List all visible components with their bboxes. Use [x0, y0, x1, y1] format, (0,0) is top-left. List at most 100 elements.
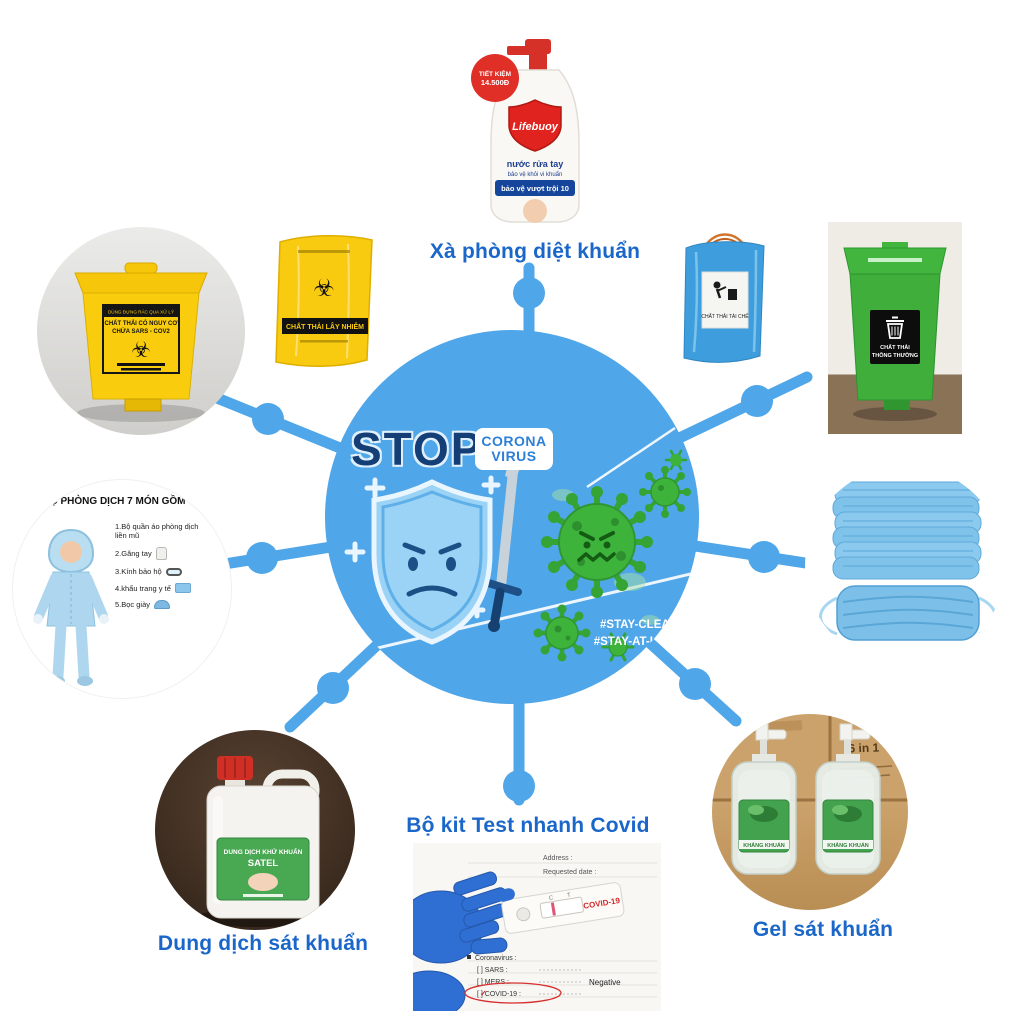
spoke-dot-north [513, 277, 545, 309]
svg-text:DUNG DỊCH KHỬ KHUẨN: DUNG DỊCH KHỬ KHUẨN [224, 847, 303, 856]
spoke-dot-northwest [252, 403, 284, 435]
spoke-dot-northeast [741, 385, 773, 417]
suit-kit-item: 1.Bộ quần áo phòng dịch liền mũ [115, 522, 223, 540]
center-art [326, 426, 699, 662]
svg-text:CHẤT THẢI CÓ NGUY CƠ: CHẤT THẢI CÓ NGUY CƠ [104, 319, 178, 327]
disinfectant-canister-image: DUNG DỊCH KHỬ KHUẨN SATEL [193, 756, 325, 927]
svg-text:bảo vệ vượt trội 10: bảo vệ vượt trội 10 [501, 184, 569, 193]
virus-text: VIRUS [491, 448, 537, 464]
suit-kit-title: BỘ PHÒNG DỊCH 7 MÓN GỒM CÓ [42, 496, 204, 507]
hashtag-stay-at-home: #STAY-AT-HOME [593, 636, 685, 649]
bin-pedal [884, 400, 910, 410]
waste-label: CHẤT THẢI THÔNG THƯỜNG [870, 310, 920, 364]
canister-label: DUNG DỊCH KHỬ KHUẨN SATEL [216, 837, 310, 901]
svg-text:C: C [549, 895, 555, 902]
suit-item-label: 5.Bọc giày [115, 600, 151, 609]
shield-mascot-icon [371, 479, 493, 645]
protective-suit-person [33, 528, 109, 686]
yellow-bin-image: DÙNG ĐỰNG RÁC QUA XỬ LÝ CHẤT THẢI CÓ NGU… [74, 262, 208, 422]
suit-kit-item: 4.khẩu trang y tế [115, 583, 223, 593]
soap-brand-logo: Lifebuoy [508, 99, 562, 152]
spoke-dot-east [748, 541, 780, 573]
svg-text:T: T [567, 893, 572, 900]
soap-save-badge: TIẾT KIỆM 14.500Đ [471, 54, 519, 102]
bag-band [282, 318, 368, 334]
face-masks-image [819, 481, 997, 641]
yellow-bin-circle: DÙNG ĐỰNG RÁC QUA XỬ LÝ CHẤT THẢI CÓ NGU… [37, 227, 245, 435]
hand-graphic [248, 873, 278, 891]
form-requested: Requested date : [543, 869, 596, 876]
soap-line1: nước rửa tay [507, 159, 563, 169]
virus-tiny-icon [601, 449, 688, 662]
form-result: Negative [589, 978, 621, 987]
arrow-left-icon [216, 527, 223, 535]
spoke-dot-south [503, 770, 535, 802]
svg-text:THÔNG THƯỜNG: THÔNG THƯỜNG [872, 351, 918, 359]
svg-text:TIẾT KIỆM: TIẾT KIỆM [479, 68, 511, 78]
test-kit-caption: Bộ kit Test nhanh Covid [406, 814, 650, 837]
svg-text:CHỨA SARS - COV2: CHỨA SARS - COV2 [112, 328, 170, 335]
svg-text:DÙNG ĐỰNG RÁC QUA XỬ LÝ: DÙNG ĐỰNG RÁC QUA XỬ LÝ [108, 309, 174, 315]
spoke-dot-southeast [679, 668, 711, 700]
virus-small-icon [533, 604, 591, 662]
red-circle-mark [464, 982, 562, 1004]
svg-text:Lifebuoy: Lifebuoy [512, 121, 559, 133]
bin-pedal [124, 398, 162, 412]
person-icon [713, 281, 721, 289]
form-coronavirus: Coronavirus : [475, 955, 517, 962]
virus-medium-icon [639, 466, 691, 518]
form-mers: [ ] MERS : [477, 979, 509, 986]
virus-big-icon [541, 486, 653, 598]
spoke-dot-southwest [317, 672, 349, 704]
soap-banner [495, 180, 575, 196]
suit-item-label: 1.Bộ quần áo phòng dịch liền mũ [115, 522, 199, 540]
gel-bottle: KHÁNG KHUẨN [815, 723, 881, 875]
box-print: 6 in 1 [848, 740, 879, 755]
front-mask [819, 585, 997, 641]
trash-label: CHẤT THẢI TÁI CHẾ [701, 271, 749, 329]
disinfectant-circle: DUNG DỊCH KHỬ KHUẨN SATEL [155, 730, 355, 930]
sample-well [516, 907, 531, 922]
suit-item-label: 4.khẩu trang y tế [115, 583, 171, 593]
blue-glove-hand [413, 871, 508, 1011]
suit-kit-list: 1.Bộ quần áo phòng dịch liền mũ 2.Găng t… [115, 522, 223, 616]
svg-text:14.500Đ: 14.500Đ [481, 78, 510, 87]
biohazard-label: DÙNG ĐỰNG RÁC QUA XỬ LÝ CHẤT THẢI CÓ NGU… [102, 304, 180, 374]
disinfectant-caption: Dung dịch sát khuẩn [157, 932, 369, 955]
gel-bottles-image: 6 in 1 KHÁNG KHUẨN [712, 714, 908, 875]
gel-circle: 6 in 1 KHÁNG KHUẨN [712, 714, 908, 910]
result-window [539, 896, 584, 919]
blue-bag-image: CHẤT THẢI TÁI CHẾ [672, 228, 777, 368]
corona-virus-badge: CORONA VIRUS [475, 428, 553, 470]
goggles-icon [165, 567, 182, 576]
svg-text:KHÁNG KHUẨN: KHÁNG KHUẨN [743, 842, 785, 849]
suit-kit-circle: BỘ PHÒNG DỊCH 7 MÓN GỒM CÓ 1.Bộ quần áo … [12, 479, 232, 699]
trash-bin-icon [728, 289, 737, 300]
svg-text:SATEL: SATEL [248, 858, 279, 869]
suit-item-label: 3.Kính bảo hộ [115, 567, 162, 576]
test-kit-image: Address : Requested date : C T COVID-19 [413, 843, 661, 1011]
face [60, 541, 82, 563]
soap-product-circle: TIẾT KIỆM 14.500Đ Lifebuoy nước rửa tay … [429, 26, 637, 234]
svg-text:CHẤT THẢI: CHẤT THẢI [880, 344, 910, 351]
test-cassette: C T COVID-19 [501, 882, 625, 934]
mask-icon [174, 583, 191, 593]
form-covid: [ ] COVID-19 : [477, 991, 521, 998]
suit-kit-item: 2.Găng tay [115, 547, 223, 560]
soap-pump-icon [507, 39, 551, 71]
stop-title: STOP [351, 423, 484, 475]
center-hub-circle: STOP CORONA VIRUS #STAY-CLEAN #STAY-AT-H… [325, 330, 699, 704]
soap-bottle-image: TIẾT KIỆM 14.500Đ Lifebuoy nước rửa tay … [471, 39, 580, 223]
svg-text:CHẤT THẢI LÂY NHIỄM: CHẤT THẢI LÂY NHIỄM [286, 321, 364, 331]
yellow-bag-image: ☣ CHẤT THẢI LÂY NHIỄM [268, 228, 383, 373]
svg-text:KHÁNG KHUẨN: KHÁNG KHUẨN [827, 842, 869, 849]
spoke-dot-west [246, 542, 278, 574]
gloves-icon [155, 547, 167, 560]
red-check-icon: ✓ [480, 989, 487, 998]
hashtags: #STAY-CLEAN #STAY-AT-HOME [581, 617, 697, 652]
form-sars: [ ] SARS : [477, 967, 508, 974]
suit-kit-item: 3.Kính bảo hộ [115, 567, 223, 576]
baby-graphic [523, 199, 547, 223]
shoe-cover-icon [154, 600, 171, 609]
